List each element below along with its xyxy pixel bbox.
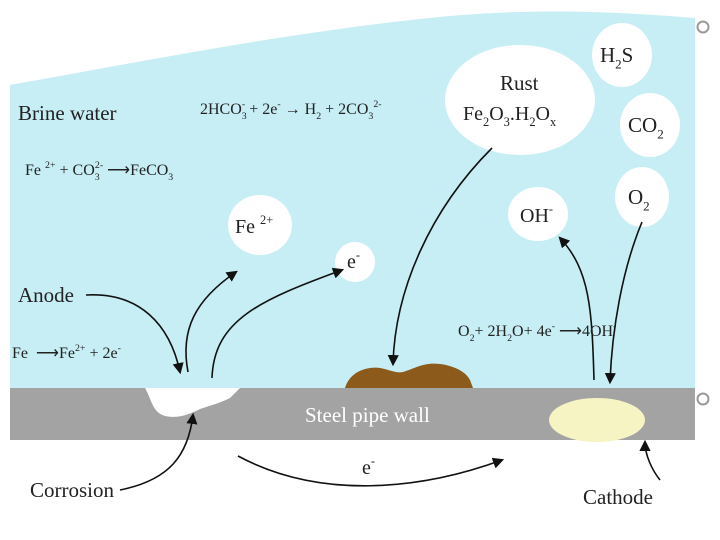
h2s-label: H2S	[600, 43, 633, 71]
slide-bullet-icon	[696, 392, 710, 406]
o2-bubble	[615, 167, 669, 227]
oh-label: OH-	[520, 202, 553, 227]
electron-bubble-top	[335, 242, 375, 282]
electron-bottom-label: e-	[362, 454, 375, 479]
fe2-label: Fe 2+	[235, 213, 273, 238]
rust-label: Rust	[500, 71, 539, 95]
rust-formula: Fe2O3.H2Ox	[463, 103, 557, 129]
steel-pipe-wall	[10, 388, 695, 440]
rust-deposit-arrow	[387, 147, 493, 367]
oxygen-reduction-equation: O2+ 2H2O+ 4e-⟶4OH-	[458, 321, 616, 344]
hydroxide-arrow	[558, 236, 595, 381]
slide-bullet-icon	[696, 20, 710, 34]
cathode-label: Cathode	[583, 485, 653, 509]
rust-deposit	[345, 363, 473, 388]
fe2-bubble	[228, 195, 292, 255]
rust-bubble	[445, 45, 595, 155]
anode-arrow	[85, 294, 184, 375]
cathode-spot	[549, 398, 645, 442]
bicarbonate-equation: 2HCO3- + 2e- → H2 + 2CO32-	[200, 99, 382, 122]
oxygen-arrow	[604, 221, 643, 385]
co2-bubble	[620, 93, 680, 157]
electron-flow-arrow	[237, 455, 505, 487]
steel-pipe-wall-label: Steel pipe wall	[305, 403, 430, 427]
h2s-bubble	[592, 23, 652, 87]
brine-water-label: Brine water	[18, 101, 117, 125]
anode-label: Anode	[18, 283, 74, 307]
ferrous-carbonate-equation: Fe 2+ + CO32-⟶FeCO3	[25, 160, 173, 183]
corrosion-label: Corrosion	[30, 478, 115, 502]
corrosion-arrow	[119, 412, 198, 491]
co2-label: CO2	[628, 113, 664, 141]
electron-release-arrow	[211, 267, 345, 379]
cathode-arrow	[639, 439, 661, 481]
o2-label: O2	[628, 185, 650, 213]
electron-top-label: e-	[347, 248, 360, 273]
fe2-release-arrow	[185, 270, 238, 373]
oh-bubble	[508, 187, 568, 241]
iron-oxidation-equation: Fe ⟶Fe2+ + 2e-	[12, 343, 121, 362]
